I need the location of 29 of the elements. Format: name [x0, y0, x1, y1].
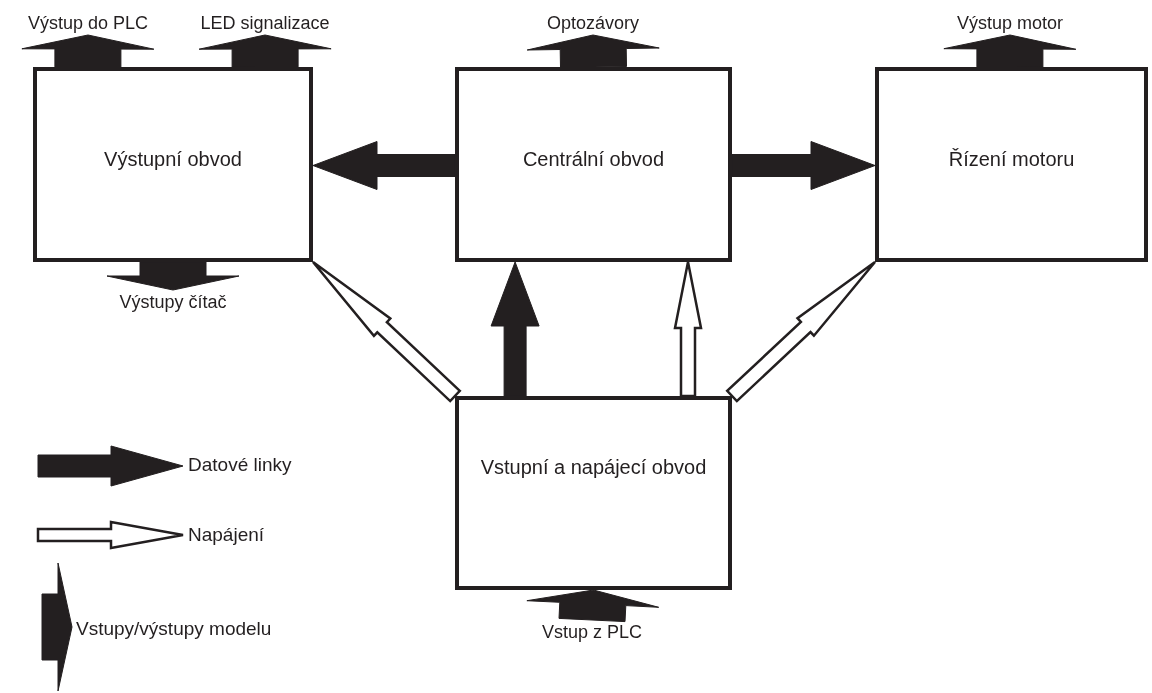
io-label: LED signalizace — [182, 11, 348, 35]
legend-label: Datové linky — [188, 453, 292, 477]
legend-label: Napájení — [188, 523, 265, 547]
block-box — [455, 67, 732, 262]
io-label: Vstup z PLC — [527, 620, 657, 644]
data-arrow — [312, 141, 456, 190]
block-label: Centrální obvod — [521, 146, 666, 171]
legend-label: Vstupy/výstupy modelu — [76, 617, 272, 641]
io-arrow — [21, 34, 155, 68]
power-arrow — [673, 260, 703, 398]
io-arrow — [198, 34, 332, 68]
io-label: Výstup do PLC — [5, 11, 171, 35]
block-label: Vstupní a napájecí obvod — [479, 455, 708, 479]
data-arrow — [731, 141, 876, 190]
block-label: Výstupní obvod — [103, 146, 243, 171]
io-label: Optozávory — [528, 11, 658, 35]
block-box — [33, 67, 313, 262]
block-box — [875, 67, 1148, 262]
io-label: Výstupy čítač — [98, 290, 248, 314]
io-arrow — [106, 261, 240, 291]
data-arrow — [490, 261, 540, 397]
power-arrow — [725, 260, 877, 403]
block-box — [455, 396, 732, 590]
block-label: Řízení motoru — [947, 146, 1076, 171]
io-arrow — [526, 589, 660, 623]
io-arrow — [526, 34, 660, 68]
power-arrow — [311, 260, 462, 403]
io-arrow — [943, 34, 1077, 68]
io-label: Výstup motor — [935, 11, 1085, 35]
